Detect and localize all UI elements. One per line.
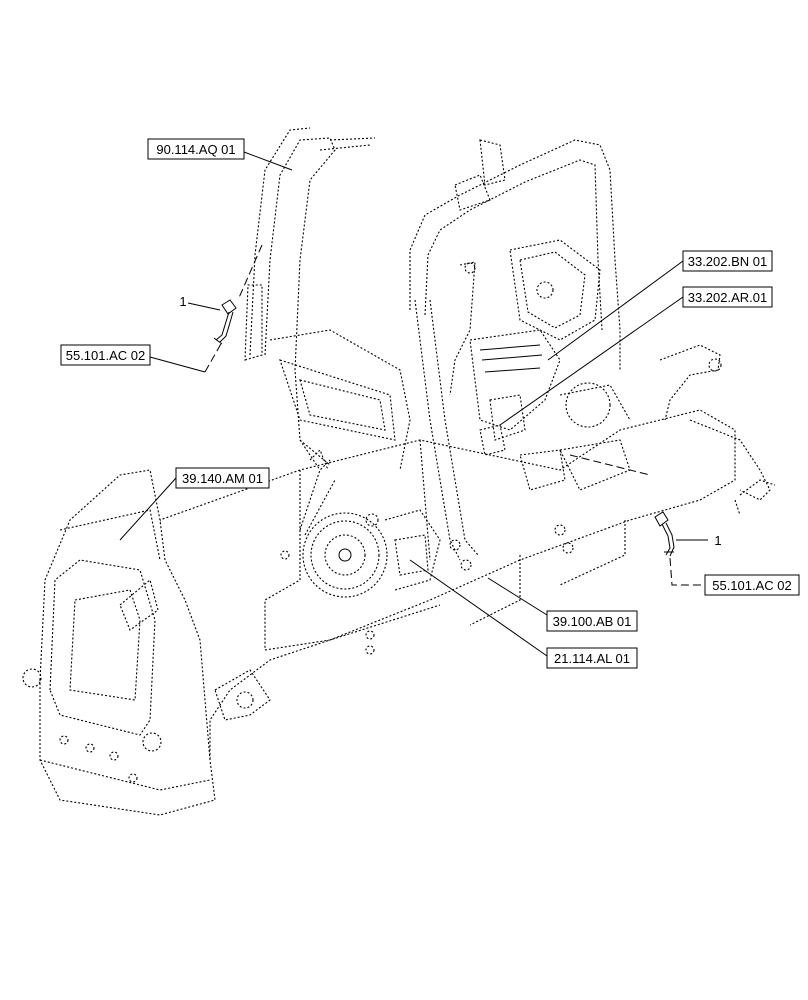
callout-label-valve-ar: 33.202.AR.01 — [688, 290, 768, 305]
callout-label-frame-rops: 90.114.AQ 01 — [156, 142, 235, 157]
callout-valve-ar[interactable]: 33.202.AR.01 — [682, 286, 773, 308]
callout-sensor-right[interactable]: 55.101.AC 02 — [704, 574, 800, 596]
callout-frame-rops[interactable]: 90.114.AQ 01 — [147, 138, 245, 160]
chassis-body — [149, 409, 736, 771]
rops-frame-left — [264, 137, 336, 471]
machine-illustration — [22, 127, 776, 816]
callout-label-hood: 39.140.AM 01 — [182, 471, 263, 486]
rear-hood — [39, 469, 216, 816]
callout-hood[interactable]: 39.140.AM 01 — [175, 467, 270, 489]
item-number-left: 1 — [179, 294, 186, 309]
item-number-right: 1 — [714, 533, 721, 548]
callout-chassis[interactable]: 39.100.AB 01 — [546, 610, 638, 632]
leader-lines — [119, 151, 708, 657]
valve-block — [469, 329, 561, 431]
callout-label-transmission: 21.114.AL 01 — [554, 651, 630, 666]
callout-label-chassis: 39.100.AB 01 — [553, 614, 632, 629]
callout-label-sensor-right: 55.101.AC 02 — [712, 578, 792, 593]
callout-label-sensor-left: 55.101.AC 02 — [66, 348, 146, 363]
callout-label-valve-bn: 33.202.BN 01 — [688, 254, 768, 269]
transmission-housing — [302, 509, 472, 598]
speed-sensor-left — [213, 299, 237, 345]
speed-sensor-right — [654, 511, 675, 557]
control-console — [509, 239, 601, 341]
callout-sensor-left[interactable]: 55.101.AC 02 — [60, 344, 151, 366]
rops-frame-right — [409, 139, 621, 370]
right-bracket — [659, 344, 721, 421]
callout-valve-bn[interactable]: 33.202.BN 01 — [682, 250, 773, 272]
callout-transmission[interactable]: 21.114.AL 01 — [546, 647, 638, 669]
